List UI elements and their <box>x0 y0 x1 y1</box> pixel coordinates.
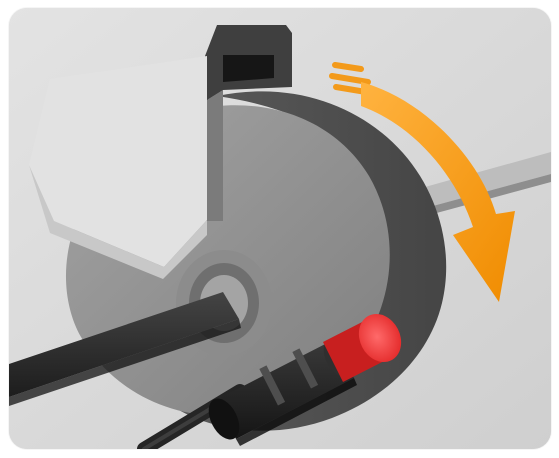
wheel-sensor-diagram <box>9 8 551 449</box>
wheel-plate-side <box>207 90 223 221</box>
diagram-card <box>9 8 551 449</box>
vane-window <box>223 55 274 82</box>
